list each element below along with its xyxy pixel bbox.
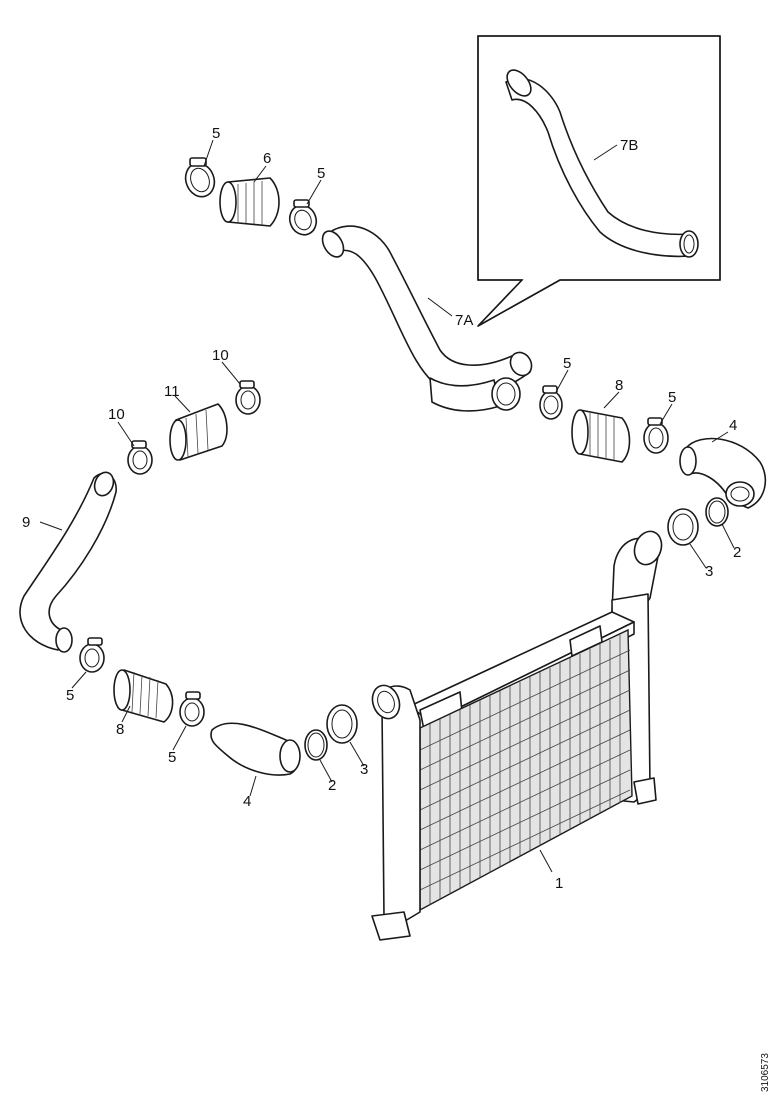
- callout-5-low-1: 5: [66, 687, 74, 704]
- callout-4-right: 4: [729, 417, 737, 434]
- sleeve-mid: [571, 409, 631, 463]
- clamp-top-right: [288, 199, 318, 236]
- callout-8-mid: 8: [615, 377, 623, 394]
- callout-2-right: 2: [733, 544, 741, 561]
- pipe-7b-drawing: [505, 69, 699, 258]
- document-number: 3106573: [760, 1053, 771, 1092]
- callout-5-top-left: 5: [212, 125, 220, 142]
- clamp10-low: [127, 440, 153, 475]
- clamp-mid-3: [643, 417, 669, 454]
- clamp-top-left: [184, 157, 216, 198]
- clamp-mid-1: [491, 377, 521, 411]
- seal-ring-right: [705, 497, 729, 527]
- inset-detail-7b: [477, 35, 721, 327]
- callout-7b: 7B: [620, 137, 638, 154]
- callout-10-top: 10: [212, 347, 229, 364]
- clamp10-top: [235, 380, 261, 415]
- clamp-ring-right: [667, 508, 699, 546]
- sleeve-top: [219, 177, 280, 227]
- callout-5-mid-1: 5: [563, 355, 571, 372]
- callout-5-top-right: 5: [317, 165, 325, 182]
- sleeve-11: [169, 403, 228, 461]
- core-fins: [419, 635, 631, 905]
- clamp-low-2: [179, 691, 205, 727]
- callout-10-low: 10: [108, 406, 125, 423]
- intercooler: [371, 530, 663, 941]
- clamp-mid-2: [539, 385, 563, 420]
- clamp-ring-left: [326, 704, 358, 744]
- pipe-9: [19, 471, 117, 653]
- sleeve-low: [113, 669, 174, 723]
- seal-ring-left: [304, 729, 328, 761]
- leader-lines: [39, 139, 735, 873]
- elbow-left: [210, 722, 301, 776]
- callout-5-low-2: 5: [168, 749, 176, 766]
- pipe-7a: [321, 225, 533, 412]
- clamp-low-1: [79, 637, 105, 673]
- callout-7a: 7A: [455, 312, 473, 329]
- callout-labels: 1 2 2 3 3 4 4 5 5 5 5 5 5 6 7A 7B 8 8 9 …: [22, 125, 741, 892]
- callout-3-right: 3: [705, 563, 713, 580]
- callout-1: 1: [555, 875, 563, 892]
- callout-8-low: 8: [116, 721, 124, 738]
- callout-9: 9: [22, 514, 30, 531]
- callout-5-mid-2: 5: [668, 389, 676, 406]
- elbow-right: [679, 437, 767, 509]
- callout-2-left: 2: [328, 777, 336, 794]
- callout-6: 6: [263, 150, 271, 167]
- callout-3-left: 3: [360, 761, 368, 778]
- callout-4-left: 4: [243, 793, 251, 810]
- callout-11: 11: [164, 383, 180, 400]
